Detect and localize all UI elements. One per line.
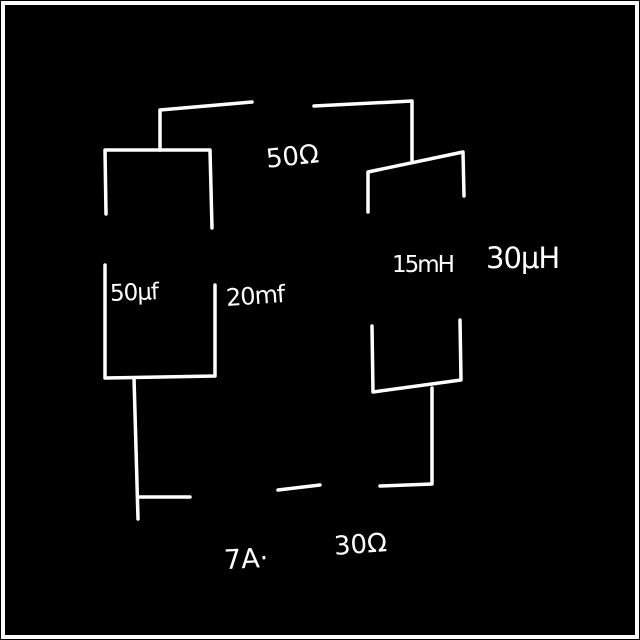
right-inductor-bottom-bracket [370, 318, 463, 394]
right-inductor-top-bracket [366, 150, 466, 214]
left-capacitor-top-plate [103, 148, 214, 230]
wire-top-right [312, 99, 414, 162]
current-label: 7A· [223, 542, 270, 577]
right-capacitor-label: 20mf [225, 279, 286, 313]
left-capacitor-label: 50μf [109, 279, 159, 307]
outer-inductor-label: 30μH [486, 241, 560, 275]
wire-bottom-middle [276, 483, 322, 492]
left-capacitor-bottom-plate [103, 263, 217, 380]
bottom-resistor-label: 30Ω [333, 528, 388, 562]
wire-top-left [158, 100, 254, 152]
wire-bottom-right [378, 386, 434, 488]
top-resistor-label: 50Ω [264, 139, 321, 175]
inner-inductor-label: 15mH [392, 252, 455, 278]
